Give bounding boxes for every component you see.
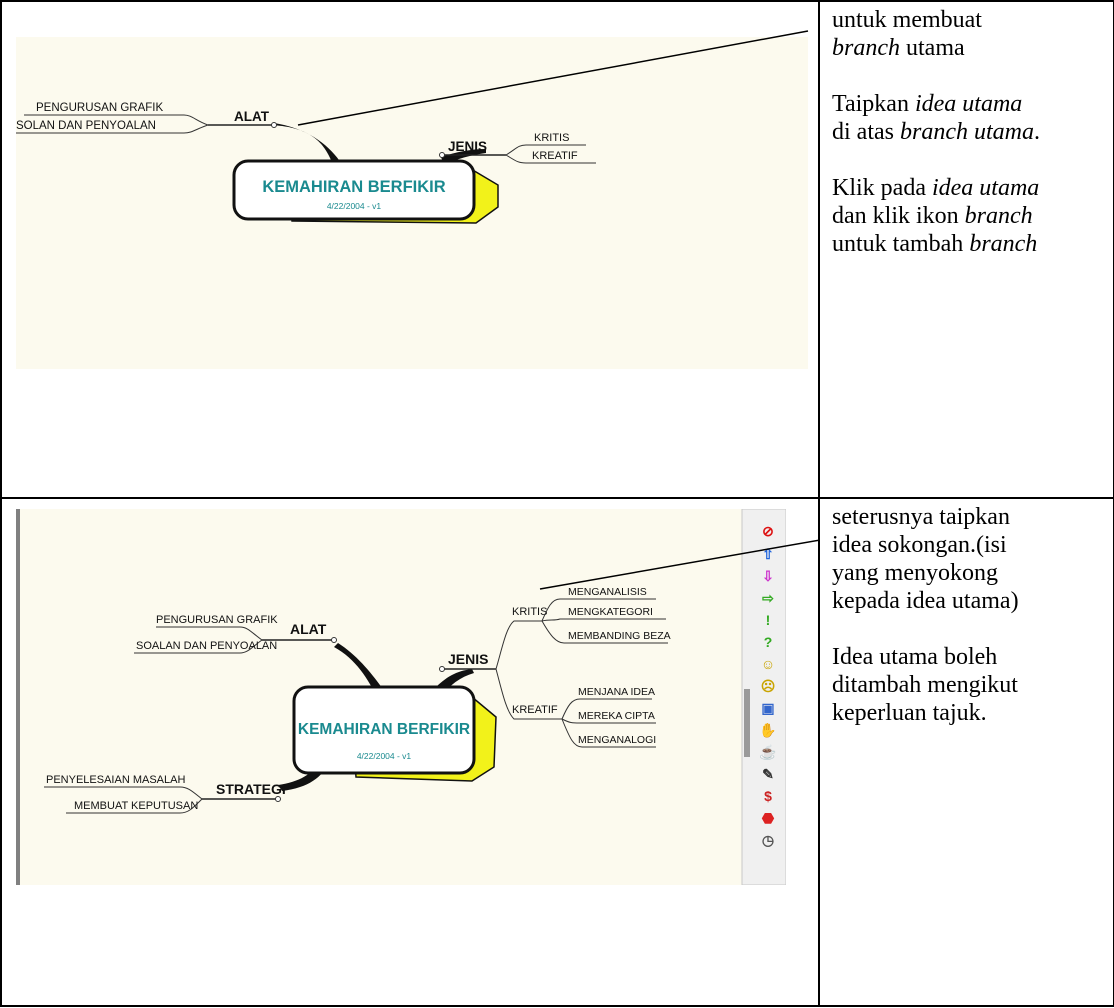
question-icon[interactable]: ? xyxy=(764,634,773,650)
bottom-screenshot-cell: ⊘ ⇧ ⇩ ⇨ ! ? ☺ ☹ ▣ ✋ ☕ ✎ $ ⬣ ◷ xyxy=(0,496,820,1008)
alat-sub2: SOLAN DAN PENYOALAN xyxy=(16,120,156,132)
note-icon[interactable]: ✎ xyxy=(762,766,774,782)
branch-jenis: JENIS xyxy=(448,139,487,154)
arrow-right-icon[interactable]: ⇨ xyxy=(762,590,774,606)
alat-sub1: PENGURUSAN GRAFIK xyxy=(36,102,163,114)
kreatif-sub2: MEREKA CIPTA xyxy=(578,710,655,722)
kritis-sub3: MEMBANDING BEZA xyxy=(568,630,671,642)
note-line: Idea utama boleh xyxy=(832,643,998,670)
exclamation-icon[interactable]: ! xyxy=(766,612,771,628)
calendar-icon[interactable]: ▣ xyxy=(761,700,774,716)
neutral-face-icon[interactable]: ☹ xyxy=(761,678,776,694)
kritis-sub2: MENGKATEGORI xyxy=(568,606,653,618)
central-topic-box xyxy=(232,159,476,221)
note-italic: idea utama xyxy=(931,175,1040,201)
top-mindmap: PENGURUSAN GRAFIK SOLAN DAN PENYOALAN AL… xyxy=(16,37,808,369)
dollar-icon[interactable]: $ xyxy=(764,788,772,804)
top-callout-line xyxy=(297,30,809,126)
note-line: di atas xyxy=(832,119,900,145)
top-screenshot-cell: PENGURUSAN GRAFIK SOLAN DAN PENYOALAN AL… xyxy=(0,0,820,499)
left-scroll-edge xyxy=(16,508,20,885)
branch-alat: ALAT xyxy=(290,621,327,637)
kreatif-sub3: MENGANALOGI xyxy=(578,734,656,746)
alat-sub2: SOALAN DAN PENYOALAN xyxy=(136,640,277,652)
note-line: untuk tambah xyxy=(832,231,970,257)
note-line: utama xyxy=(900,35,965,61)
central-topic-box xyxy=(292,685,476,775)
note-line: Klik pada xyxy=(832,175,932,201)
stop-sign-icon[interactable]: ⬣ xyxy=(761,810,775,826)
branch-strategi: STRATEGI xyxy=(216,781,286,797)
stop-icon[interactable]: ⊘ xyxy=(762,523,774,539)
note-line: yang menyokong xyxy=(832,559,998,586)
kritis-sub1: MENGANALISIS xyxy=(568,586,647,598)
bottom-callout-line xyxy=(539,539,818,590)
note-line: untuk membuat xyxy=(832,7,982,33)
note-italic: idea utama xyxy=(914,91,1023,117)
note-line: Taipkan xyxy=(832,91,915,117)
note-line: keperluan tajuk. xyxy=(832,699,987,726)
note-italic: branch xyxy=(969,231,1038,257)
branch-alat: ALAT xyxy=(234,109,270,124)
central-topic-title: KEMAHIRAN BERFIKIR xyxy=(298,721,470,738)
coffee-icon[interactable]: ☕ xyxy=(759,743,776,761)
jenis-sub1: KRITIS xyxy=(534,132,569,144)
note-line: dan klik ikon xyxy=(832,203,965,229)
note-italic: branch xyxy=(964,203,1033,229)
strategi-sub1: PENYELESAIAN MASALAH xyxy=(46,774,185,786)
central-topic-title: KEMAHIRAN BERFIKIR xyxy=(262,178,445,196)
branch-connector-alat xyxy=(334,642,390,699)
smiley-icon[interactable]: ☺ xyxy=(761,656,775,672)
central-topic-date: 4/22/2004 - v1 xyxy=(327,201,382,211)
note-line: . xyxy=(1033,119,1040,145)
note-italic: branch xyxy=(832,35,900,61)
branch-jenis: JENIS xyxy=(448,651,488,667)
note-line: seterusnya taipkan xyxy=(832,503,1010,530)
kreatif-label: KREATIF xyxy=(512,704,558,716)
scrollbar-thumb[interactable] xyxy=(744,688,750,757)
note-italic: branch utama xyxy=(899,119,1034,145)
bottom-mindmap: ⊘ ⇧ ⇩ ⇨ ! ? ☺ ☹ ▣ ✋ ☕ ✎ $ ⬣ ◷ xyxy=(16,508,786,885)
alat-sub1: PENGURUSAN GRAFIK xyxy=(156,614,278,626)
note-line: kepada idea utama) xyxy=(832,587,1019,614)
kritis-label: KRITIS xyxy=(512,606,547,618)
jenis-sub2: KREATIF xyxy=(532,150,578,162)
central-topic-date: 4/22/2004 - v1 xyxy=(357,751,412,761)
strategi-sub2: MEMBUAT KEPUTUSAN xyxy=(74,800,198,812)
thumbs-up-icon[interactable]: ✋ xyxy=(759,722,776,738)
clock-icon[interactable]: ◷ xyxy=(762,832,774,848)
kreatif-sub1: MENJANA IDEA xyxy=(578,686,655,698)
note-line: idea sokongan.(isi xyxy=(832,531,1007,558)
arrow-up-icon[interactable]: ⇧ xyxy=(762,546,774,562)
note-line: ditambah mengikut xyxy=(832,671,1018,698)
arrow-down-icon[interactable]: ⇩ xyxy=(762,568,774,584)
